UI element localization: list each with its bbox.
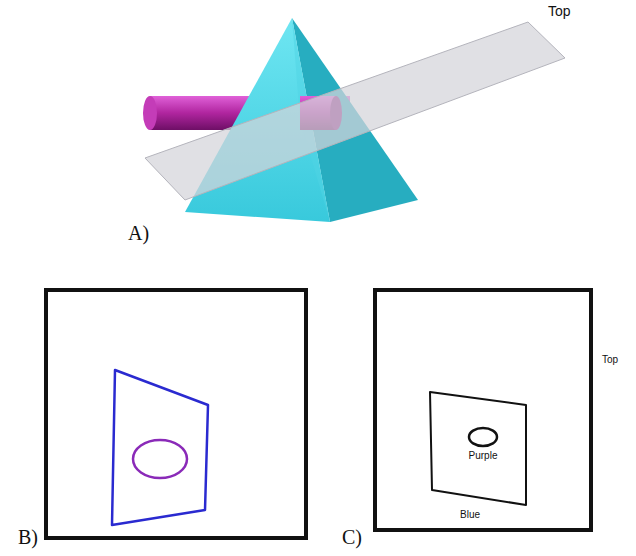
color-label: Purple [469,450,498,461]
color-label: Blue [460,509,480,520]
plane-label: Top [548,4,571,19]
panel-b [46,290,306,538]
panel-c [375,290,591,530]
panel-letter: B) [18,526,38,548]
panel-letter: A) [128,222,149,244]
panel-letter: C) [342,526,362,548]
cutting-plane [145,22,565,200]
plane-label: Top [602,354,618,365]
